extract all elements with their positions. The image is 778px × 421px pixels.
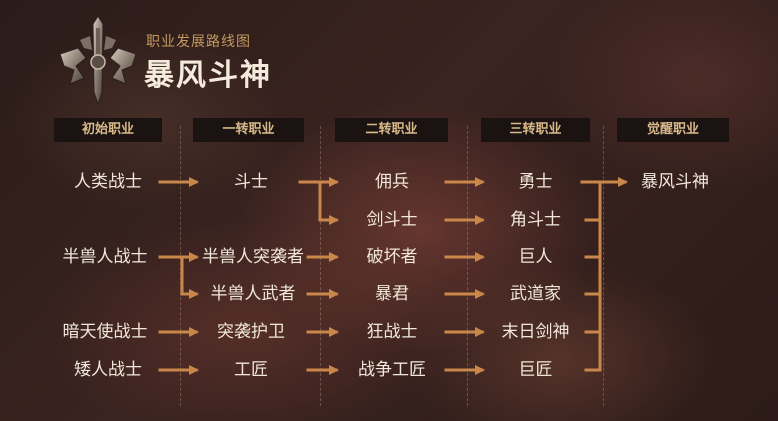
column-header-first: 一转职业 [193,118,304,142]
sword-emblem-icon [59,15,137,106]
column-separator [467,126,468,406]
job-dark-angel-fighter: 暗天使战士 [62,322,148,342]
column-separator [603,126,604,406]
job-orc-monk: 半兽人武者 [210,284,296,304]
job-storm-fighter: 暴风斗神 [641,172,709,192]
job-gladiator: 角斗士 [510,210,561,230]
job-titan: 巨人 [518,247,553,267]
job-artisan: 工匠 [234,360,268,380]
job-grand-khavatari: 武道家 [510,284,561,304]
job-assault-guard: 突袭护卫 [217,322,285,342]
column-header-awakening: 觉醒职业 [617,118,729,142]
job-destroyer: 破坏者 [366,247,418,267]
column-header-second: 二转职业 [335,118,448,142]
job-brawler: 斗士 [234,172,268,192]
job-doom-swordsman: 末日剑神 [501,322,570,342]
job-tyrant: 暴君 [375,284,409,304]
job-dwarf-fighter: 矮人战士 [74,360,142,380]
job-mercenary: 佣兵 [375,172,409,192]
page-subtitle: 职业发展路线图 [146,34,251,50]
column-header-initial: 初始职业 [54,118,162,142]
job-war-artisan: 战争工匠 [358,360,426,380]
job-orc-raider: 半兽人突袭者 [202,247,304,267]
page-title: 暴风斗神 [144,58,272,93]
job-gladiator-swordsman: 剑斗士 [366,210,418,230]
column-header-third: 三转职业 [481,118,590,142]
job-orc-fighter: 半兽人战士 [62,247,148,267]
column-separator [320,126,321,406]
job-maestro: 巨匠 [518,360,553,380]
job-human-fighter: 人类战士 [74,172,142,192]
job-berserker: 狂战士 [366,322,418,342]
job-warrior: 勇士 [518,172,553,192]
